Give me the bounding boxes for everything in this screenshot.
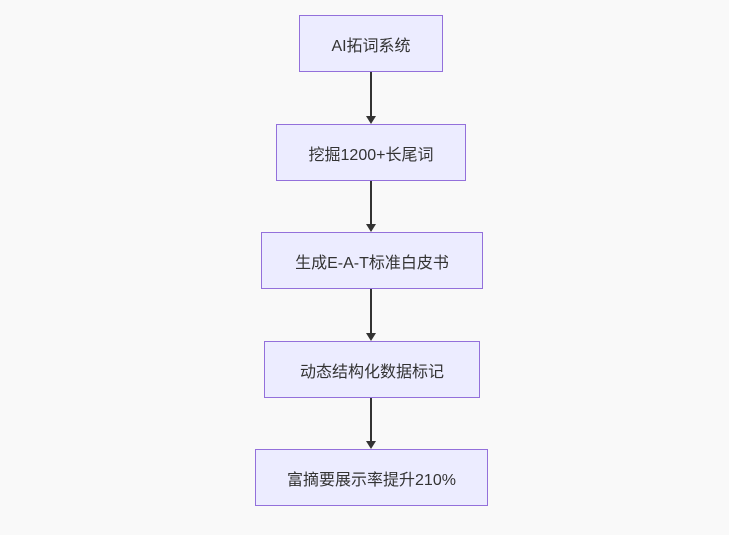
flowchart-node-rich-snippet-rate: 富摘要展示率提升210%: [255, 449, 488, 506]
arrowhead-icon: [366, 116, 376, 124]
flow-arrow-down-icon: [366, 181, 376, 232]
node-label: 富摘要展示率提升210%: [287, 471, 456, 489]
node-label: AI拓词系统: [331, 37, 411, 55]
flow-arrow-down-icon: [366, 72, 376, 124]
flowchart-node-structured-data-markup: 动态结构化数据标记: [264, 341, 480, 398]
arrow-shaft: [370, 289, 372, 333]
node-label: 挖掘1200+长尾词: [308, 146, 434, 164]
node-label: 动态结构化数据标记: [299, 363, 444, 381]
flowchart-node-ai-word-system: AI拓词系统: [299, 15, 443, 72]
flowchart-node-eat-whitepaper: 生成E-A-T标准白皮书: [261, 232, 483, 289]
arrowhead-icon: [366, 224, 376, 232]
arrowhead-icon: [366, 441, 376, 449]
node-label: 生成E-A-T标准白皮书: [295, 254, 449, 272]
flowchart-node-longtail-mining: 挖掘1200+长尾词: [276, 124, 466, 181]
arrow-shaft: [370, 398, 372, 441]
arrow-shaft: [370, 72, 372, 116]
arrow-shaft: [370, 181, 372, 224]
flow-arrow-down-icon: [366, 398, 376, 449]
flow-arrow-down-icon: [366, 289, 376, 341]
arrowhead-icon: [366, 333, 376, 341]
